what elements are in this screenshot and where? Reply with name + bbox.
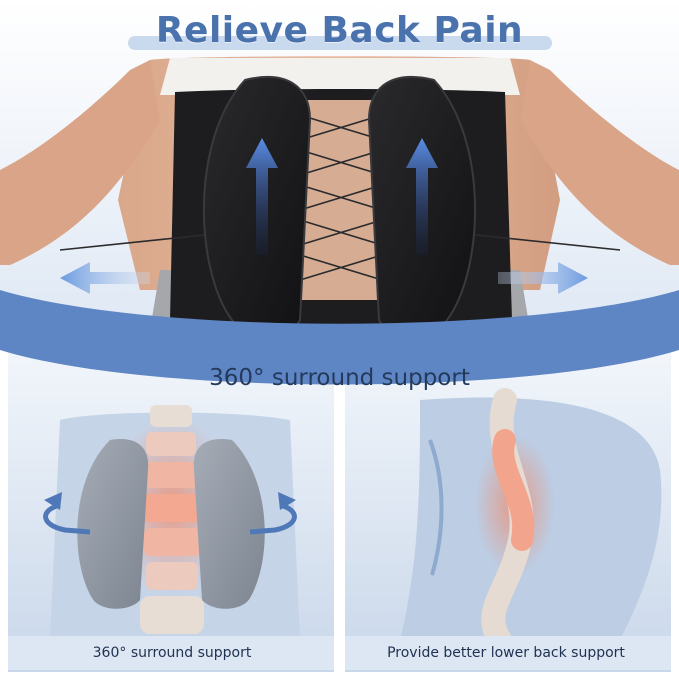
rotate-arrow-right-icon [249,502,297,535]
right-panel-curve [428,439,444,576]
rotate-arrow-left-head [44,492,62,510]
left-arm [0,60,160,265]
grey-pad-right [193,439,265,609]
rotate-arrow-right-head [278,492,296,510]
band-label: 360° surround support [209,365,470,391]
arrow-up-right-icon [406,138,438,255]
grey-pad-left [77,439,149,609]
hero-title: Relieve Back Pain [155,10,524,51]
band-overlap [0,300,679,385]
title-pill [128,36,552,50]
arrow-left-icon [60,262,150,294]
rotate-arrow-left-icon [43,502,91,535]
arrow-up-left-icon [246,138,278,255]
belt-lacing-gap [296,100,385,300]
right-spine-illustration [475,388,555,652]
right-arm [520,60,679,265]
right-panel-caption: Provide better lower back support [387,645,625,661]
left-panel-caption: 360° surround support [92,645,252,661]
arrow-right-icon [498,262,588,294]
left-caption-bg [8,636,334,670]
right-caption-bg [345,636,671,670]
